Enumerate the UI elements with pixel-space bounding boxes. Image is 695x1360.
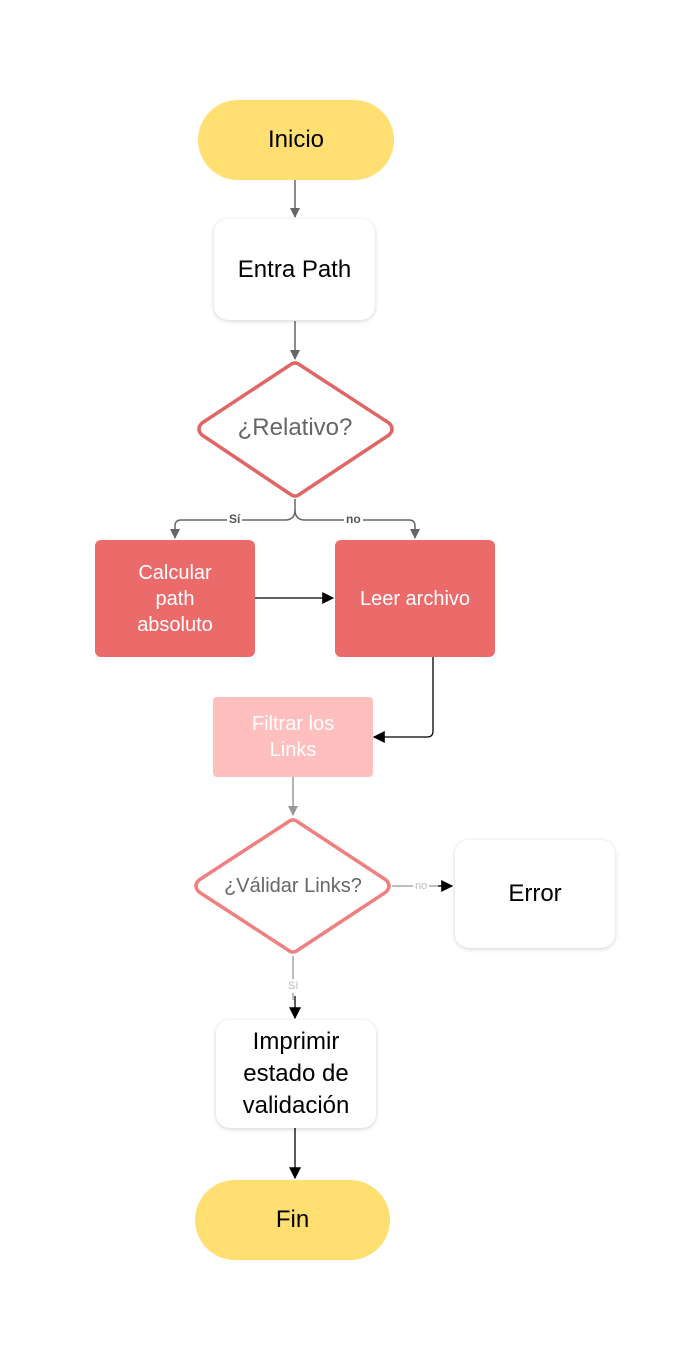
process-calcular-line-1: Calcular [138,561,212,584]
decision-validar-shape [194,818,391,954]
process-calcular-line-3: absoluto [137,613,213,636]
edge-label-relativo-no: no [344,512,363,526]
process-calcular-line-2: path [155,587,195,610]
process-calcular-path: Calcular path absoluto [95,540,255,657]
edge-label-validar-si: Sí [286,979,301,993]
process-leer-archivo-label: Leer archivo [359,587,471,610]
process-error-label: Error [508,880,562,907]
decision-relativo-label: ¿Relativo? [237,414,353,441]
process-entra-path: Entra Path [214,219,375,320]
edge-leer-filtrar [372,657,434,743]
terminal-fin-label: Fin [275,1206,310,1233]
edge-relativo-no [294,509,420,539]
decision-relativo-shape [197,361,394,498]
process-entra-path-label: Entra Path [237,255,352,283]
terminal-inicio: Inicio [198,100,394,180]
process-filtrar-line-2: Links [269,739,317,761]
process-filtrar-links: Filtrar los Links [213,697,373,777]
process-error: Error [455,840,615,948]
process-imprimir-line-2: estado de [243,1060,349,1087]
terminal-inicio-label: Inicio [267,126,325,153]
process-leer-archivo: Leer archivo [335,540,495,657]
process-filtrar-line-1: Filtrar los [251,713,335,735]
terminal-fin: Fin [195,1180,390,1260]
decision-validar-label: ¿Válidar Links? [224,874,362,897]
edge-label-relativo-si: Sí [227,512,243,526]
edge-label-validar-no: no [413,879,430,893]
process-imprimir-estado: Imprimir estado de validación [216,1020,376,1128]
process-imprimir-line-3: validación [242,1092,350,1119]
process-imprimir-line-1: Imprimir [252,1028,340,1055]
